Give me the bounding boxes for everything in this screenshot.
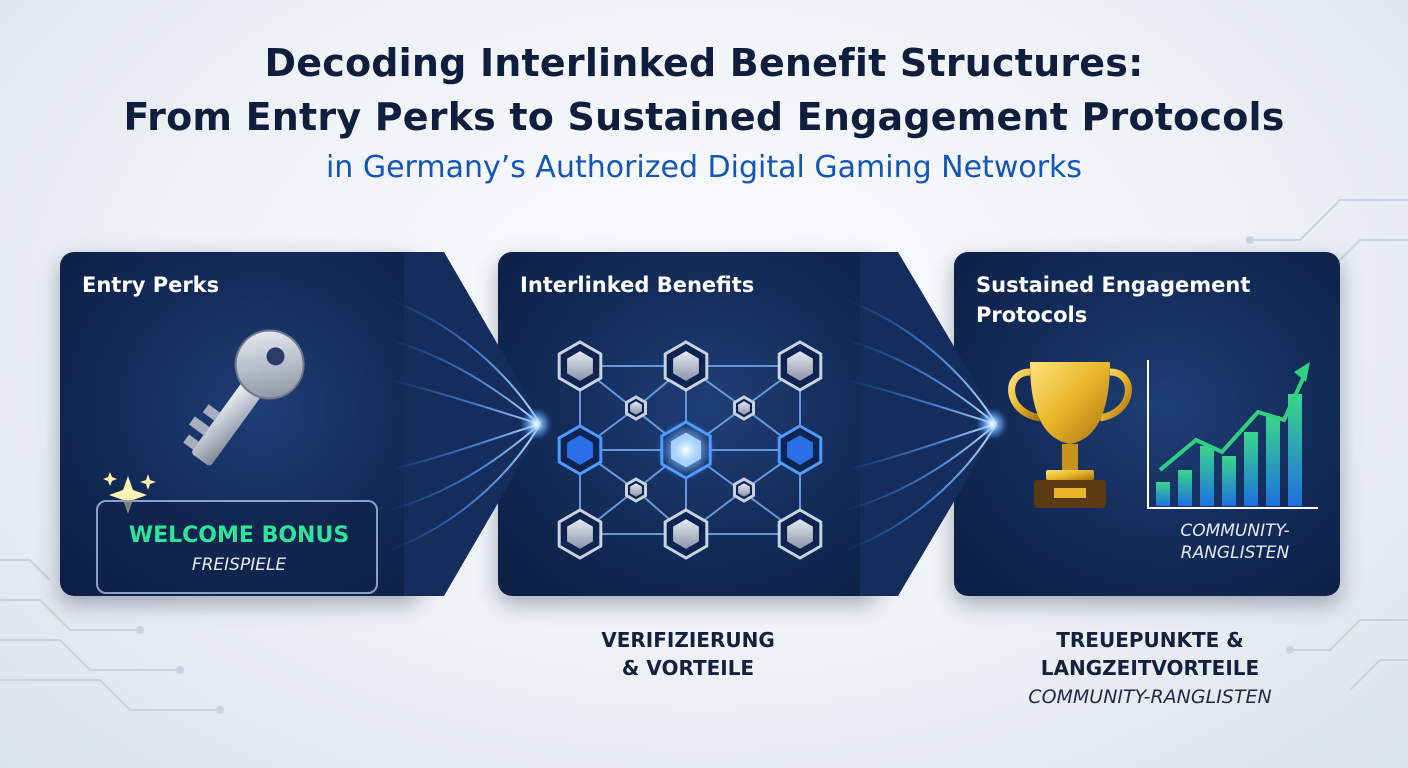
caption-sustained-engagement-sub: COMMUNITY-RANGLISTEN: [1028, 686, 1272, 708]
caption-line2: & VORTEILE: [621, 656, 755, 680]
caption-interlinked-benefits: VERIFIZIERUNG & VORTEILE: [548, 626, 828, 682]
stage-title-entry-perks: Entry Perks: [82, 273, 220, 297]
bonus-subtitle: FREISPIELE: [191, 555, 287, 575]
stage-title-interlinked-benefits: Interlinked Benefits: [520, 273, 755, 297]
caption-line2: LANGZEITVORTEILE: [1040, 656, 1260, 680]
community-label-line1: COMMUNITY-: [1180, 521, 1290, 541]
caption-line1: TREUEPUNKTE &: [1056, 628, 1244, 652]
stage-panel-interlinked-benefits: Interlinked Benefits: [498, 252, 878, 596]
community-label: COMMUNITY- RANGLISTEN: [1148, 520, 1322, 564]
caption-sustained-engagement: TREUEPUNKTE & LANGZEITVORTEILE: [1000, 626, 1300, 682]
community-label-line2: RANGLISTEN: [1180, 543, 1290, 563]
page-title-line1: Decoding Interlinked Benefit Structures:: [264, 41, 1144, 85]
stage-title-sustained-engagement: Sustained Engagement Protocols: [976, 270, 1316, 330]
welcome-bonus-badge: WELCOME BONUS FREISPIELE: [96, 500, 378, 594]
page-title-line2: From Entry Perks to Sustained Engagement…: [123, 95, 1285, 139]
page-subtitle: in Germany’s Authorized Digital Gaming N…: [325, 150, 1083, 185]
bonus-title: WELCOME BONUS: [128, 523, 350, 548]
caption-line1: VERIFIZIERUNG: [601, 628, 775, 652]
stage-title-line2: Protocols: [976, 303, 1088, 327]
stage-title-line1: Sustained Engagement: [976, 273, 1251, 297]
